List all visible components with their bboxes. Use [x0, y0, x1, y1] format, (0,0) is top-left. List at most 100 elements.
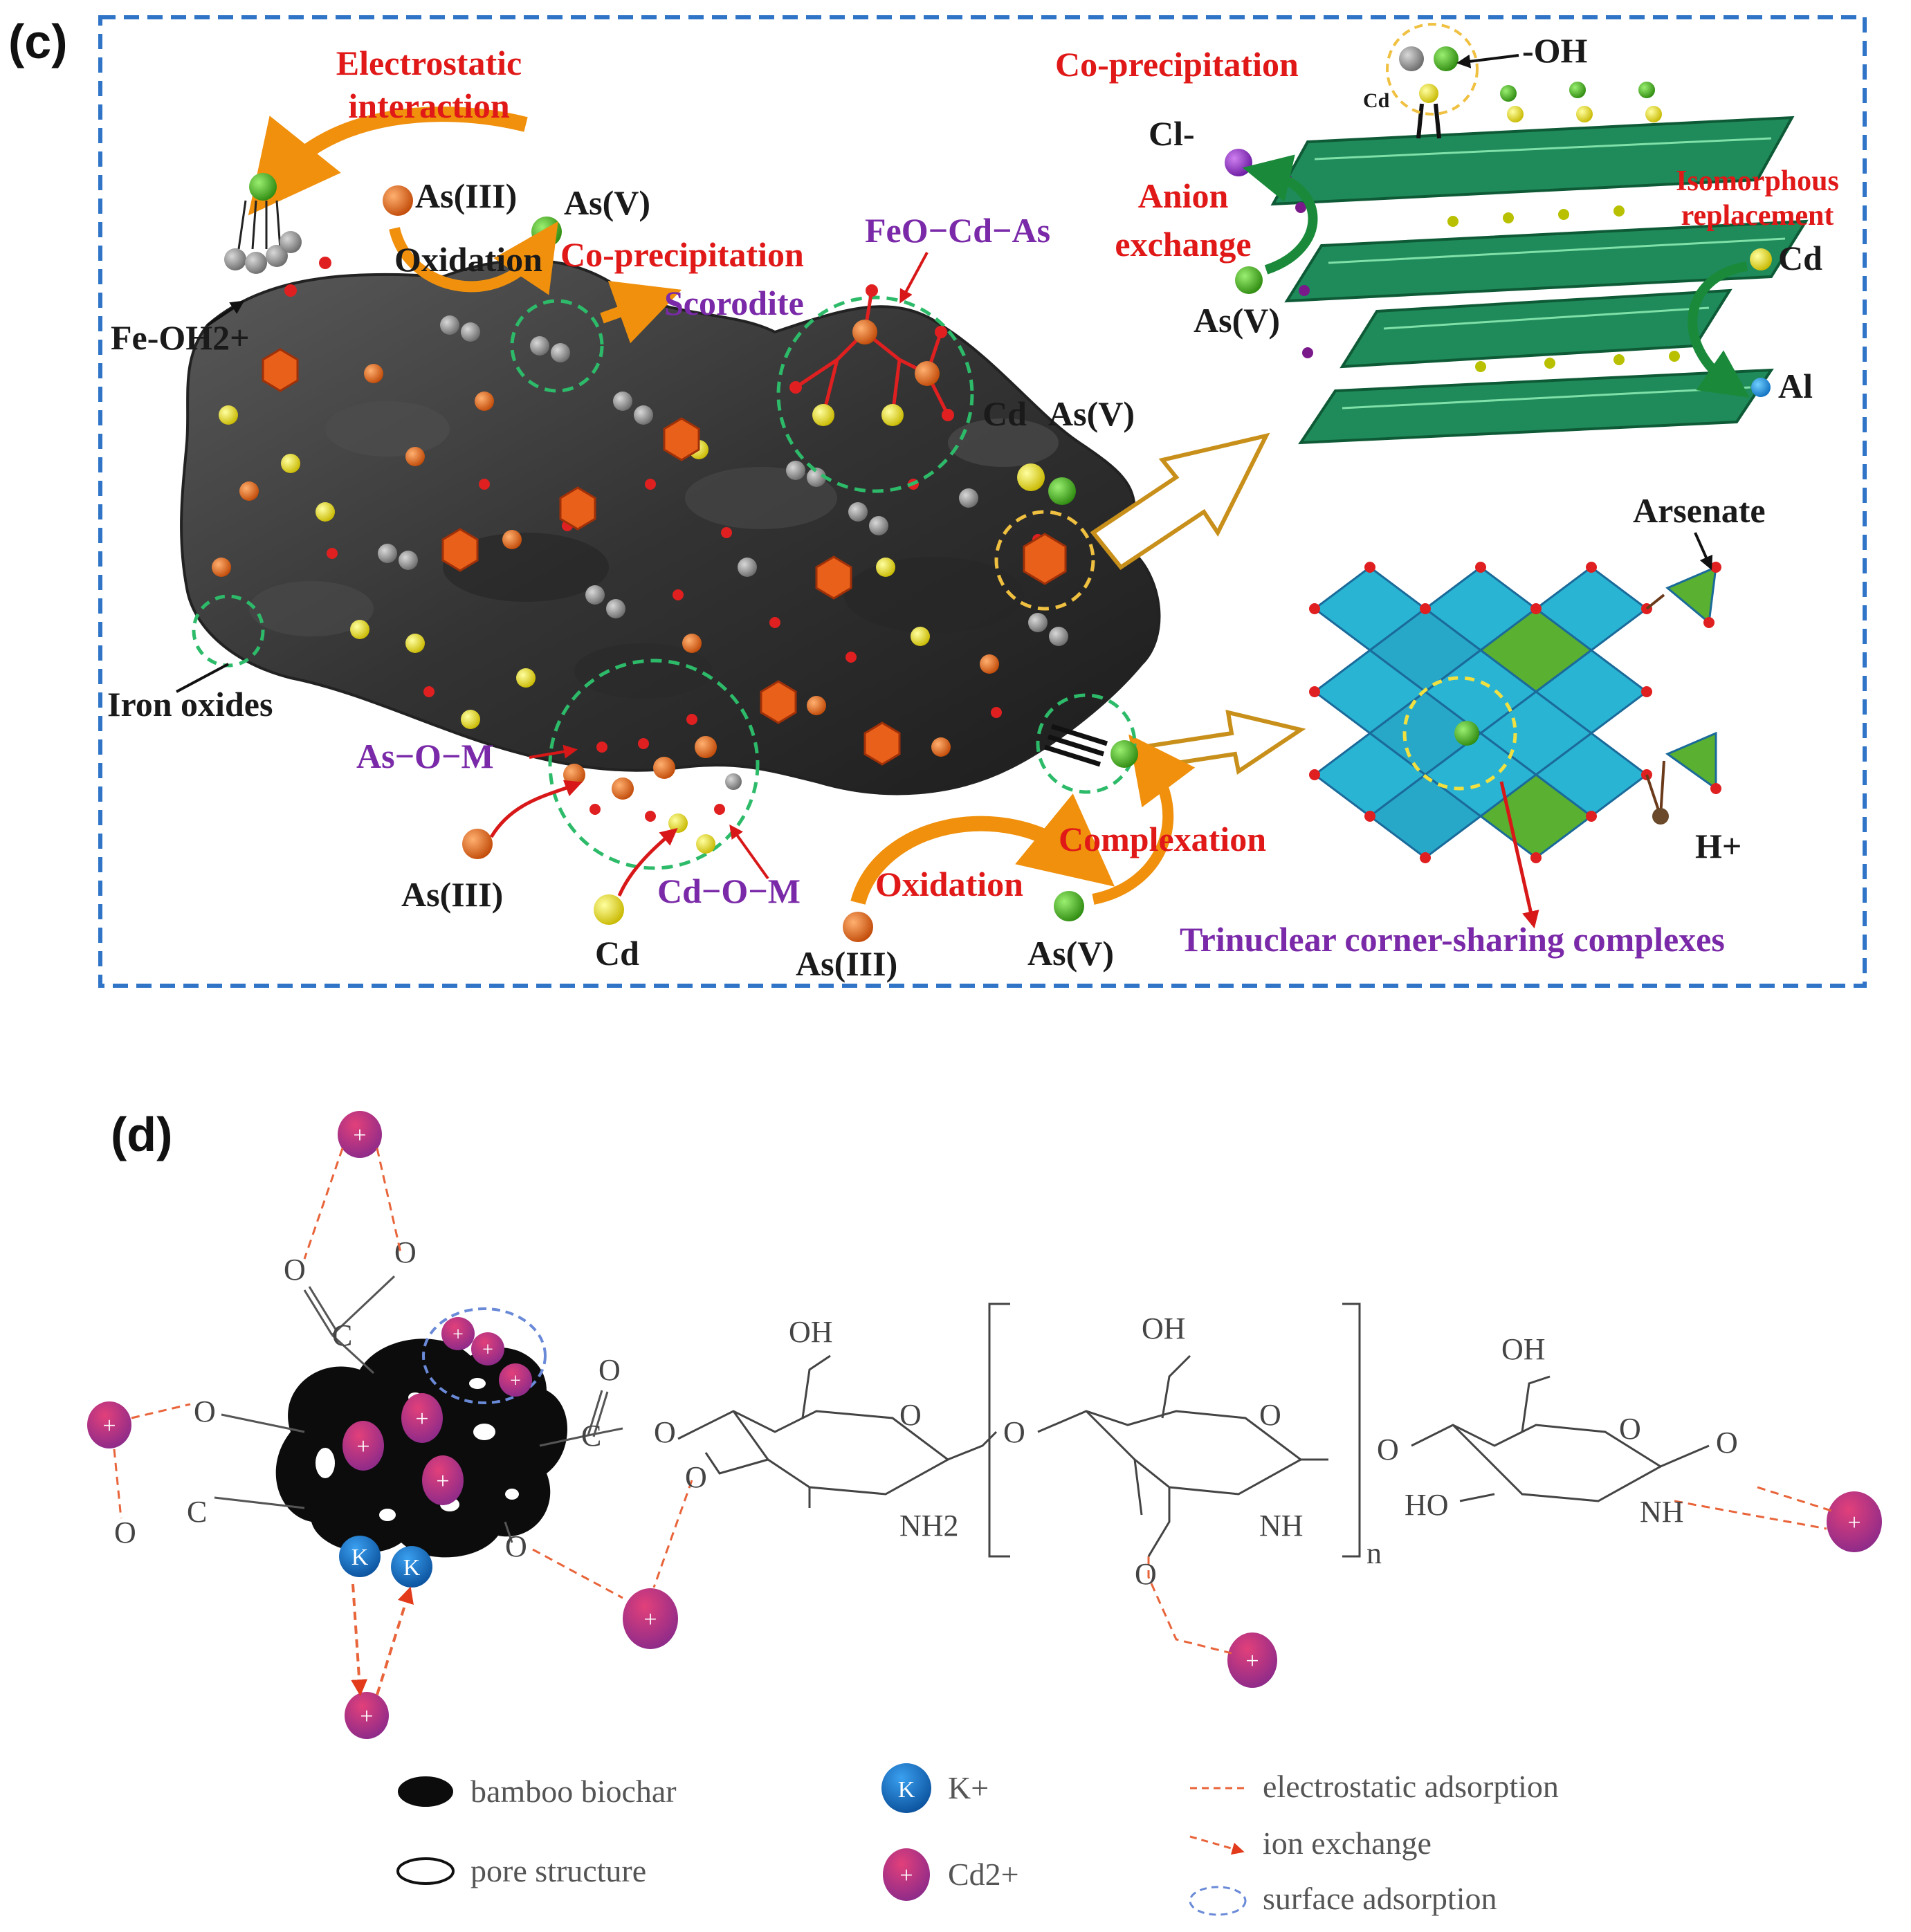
- chem-nh: NH: [1259, 1509, 1304, 1543]
- outline-arrow-upper: [1090, 432, 1270, 571]
- label-cl: Cl-: [1149, 114, 1195, 153]
- trinuclear-octahedra: [1313, 565, 1717, 859]
- panel-c-label: (c): [8, 15, 68, 68]
- chem-o: O: [1619, 1412, 1641, 1446]
- cd-ions-in-biochar: + + +: [342, 1393, 464, 1505]
- feo-cd-as-molecule: [789, 284, 954, 426]
- label-as-iii-top: As(III): [415, 176, 517, 215]
- bamboo-biochar-blob: [275, 1338, 567, 1558]
- label-coprecip-mid: Co-precipitation: [560, 235, 804, 274]
- complexation-circle: [1036, 693, 1137, 794]
- label-cd-bottom: Cd: [595, 934, 639, 973]
- electrostatic-dashes: [113, 1148, 1834, 1655]
- label-isomorph-1: Isomorphous: [1676, 165, 1839, 197]
- legend-k: K+: [948, 1770, 989, 1805]
- free-cd-ions: + + + + + +: [87, 1111, 1882, 1739]
- chem-oh: OH: [1501, 1332, 1546, 1366]
- feo-cd-as-circle: [776, 295, 974, 493]
- chem-o: O: [899, 1398, 922, 1432]
- cd-plus-sign: +: [452, 1324, 464, 1345]
- trinuclear-circle: [1402, 676, 1517, 791]
- al-atom: [1751, 378, 1771, 397]
- coprecip-circle: [510, 299, 604, 393]
- label-electrostatic-2: interaction: [348, 86, 509, 125]
- feo-cd-as-pointer: [899, 252, 929, 304]
- scorodite-arrow: [600, 280, 682, 344]
- label-as-v-bottom: As(V): [1027, 934, 1114, 973]
- label-arsenate: Arsenate: [1633, 491, 1766, 530]
- label-oh: -OH: [1522, 31, 1588, 70]
- as-o-m-circle: [548, 659, 760, 870]
- chem-o: O: [1377, 1433, 1399, 1466]
- chem-c: C: [187, 1495, 207, 1529]
- cd-plus-sign: +: [510, 1370, 521, 1392]
- cd-plus-sign: +: [1245, 1648, 1259, 1674]
- outline-arrow-lower: [1139, 710, 1306, 775]
- legend-electrostatic: electrostatic adsorption: [1263, 1769, 1559, 1804]
- legend-biochar: bamboo biochar: [470, 1774, 677, 1809]
- legend-biochar-swatch: [398, 1776, 453, 1807]
- as-iii-left-atom: [462, 829, 493, 859]
- surface-oh-complexes: [1386, 23, 1662, 139]
- cd-plus-sign: +: [102, 1413, 116, 1439]
- arsenate-pointer: [1694, 532, 1713, 571]
- cd-plus-sign: +: [643, 1607, 657, 1632]
- label-cd-right: Cd: [1778, 239, 1822, 277]
- legend-surface: surface adsorption: [1263, 1881, 1497, 1916]
- cd-mid-atom: [1017, 463, 1045, 491]
- label-al: Al: [1778, 367, 1813, 405]
- cd-plus-sign: +: [415, 1406, 428, 1432]
- legend-cd: Cd2+: [948, 1857, 1019, 1892]
- chem-o: O: [194, 1395, 216, 1428]
- iron-oxides-pointer: [176, 663, 229, 693]
- as-v-mid-atom: [1048, 477, 1076, 505]
- electrostatic-arrow: [248, 107, 528, 216]
- chem-o: O: [284, 1253, 306, 1287]
- label-as-v-right: As(V): [1194, 301, 1280, 340]
- complexation-arrow: [1092, 734, 1196, 905]
- complexation-as-atom: [1110, 740, 1138, 768]
- ldh-layers: [1270, 116, 1809, 445]
- legend-ion-exchange-swatch: [1189, 1835, 1245, 1855]
- cd-plus-sign: +: [482, 1339, 493, 1361]
- fe-oh2-structure: [224, 173, 331, 297]
- cd-plus-sign: +: [436, 1469, 449, 1494]
- cd-plus-sign: +: [353, 1123, 366, 1148]
- chem-nh: NH: [1640, 1495, 1684, 1529]
- label-as-v-mid: As(V): [1048, 394, 1135, 433]
- trinuclear-as-atom: [1454, 721, 1479, 746]
- chem-o: O: [114, 1516, 136, 1549]
- chem-o: O: [1716, 1426, 1738, 1460]
- label-as-v-top: As(V): [564, 183, 650, 222]
- cd-as-circle: [994, 510, 1095, 611]
- as-v-right-atom: [1235, 266, 1263, 294]
- ion-exchange-dashes: [351, 1583, 414, 1696]
- trinuclear-pointer: [1499, 781, 1539, 929]
- chem-o: O: [1135, 1557, 1157, 1591]
- chem-oh: OH: [789, 1315, 833, 1349]
- legend-k-swatch: [881, 1763, 931, 1813]
- as-v-bottom-atom: [1054, 891, 1084, 921]
- chem-oh: OH: [1142, 1312, 1186, 1345]
- chem-o: O: [505, 1529, 527, 1563]
- label-as-iii-left: As(III): [401, 875, 503, 914]
- label-oxidation-bottom: Oxidation: [875, 865, 1023, 903]
- legend-surface-swatch: [1189, 1886, 1247, 1916]
- label-fe-oh2: Fe-OH2+: [111, 318, 250, 357]
- chem-c: C: [581, 1419, 601, 1453]
- label-anion-2: exchange: [1115, 225, 1251, 264]
- isomorph-arrow: [1688, 261, 1750, 398]
- biochar-particle: [180, 259, 1161, 795]
- chem-o: O: [654, 1415, 676, 1449]
- label-oxidation-top: Oxidation: [394, 240, 542, 279]
- legend-ion-exchange: ion exchange: [1263, 1825, 1432, 1861]
- surface-atoms: [212, 315, 1068, 757]
- label-cd-mid: Cd: [982, 394, 1027, 433]
- cd-bottom-atom: [594, 894, 624, 925]
- complexation-bonds: [1043, 724, 1108, 767]
- cd-plus-sign: +: [1847, 1510, 1860, 1536]
- label-cd-small: Cd: [1363, 89, 1390, 112]
- cd-bottom-arrow: [617, 827, 678, 896]
- cl-atom: [1225, 149, 1252, 176]
